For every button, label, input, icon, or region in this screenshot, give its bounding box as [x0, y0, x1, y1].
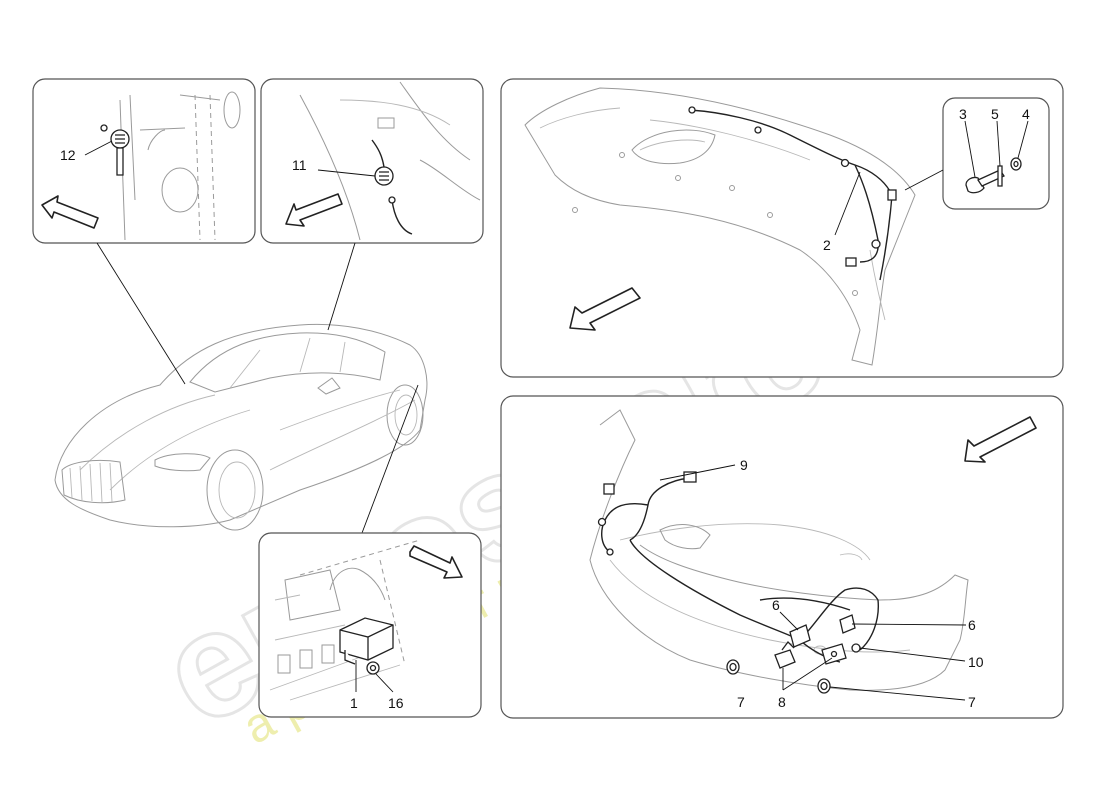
grommet-part-4: [1010, 157, 1022, 171]
callout-9: 9: [740, 457, 748, 473]
parking-sensor-12: [100, 124, 130, 176]
front-bumper-panel: 9 6 6 10 8 7 7: [500, 395, 1064, 719]
car-illustration: [54, 323, 428, 531]
callout-8: 8: [778, 694, 786, 710]
inset-panel-11: 11: [260, 78, 484, 244]
inset-panel-12: 12: [32, 78, 256, 244]
ring-7-right: [817, 678, 831, 694]
callout-6-right: 6: [968, 617, 976, 633]
callout-16: 16: [388, 695, 404, 711]
nut-16: [366, 661, 380, 675]
bracket-8-left: [774, 641, 796, 669]
callout-5: 5: [991, 106, 999, 122]
leader-panel-11: [327, 242, 356, 331]
inset-panel-1: 1 16: [258, 532, 482, 718]
ring-7-left: [726, 659, 740, 675]
callout-4: 4: [1022, 106, 1030, 122]
leader-panel-1: [361, 384, 419, 534]
callout-7-right: 7: [968, 694, 976, 710]
callout-11: 11: [292, 157, 307, 173]
parking-sensor-6-right: [839, 614, 856, 634]
callout-10: 10: [968, 654, 984, 670]
callout-12: 12: [60, 147, 76, 163]
callout-1: 1: [350, 695, 358, 711]
leader-panel-12: [96, 242, 186, 385]
callout-6-left: 6: [772, 597, 780, 613]
callout-2: 2: [823, 237, 831, 253]
direction-arrow-1: [409, 545, 463, 579]
callout-3: 3: [959, 106, 967, 122]
bracket-8-right: [821, 643, 847, 665]
direction-arrow-11: [285, 193, 343, 227]
callout-7-left: 7: [737, 694, 745, 710]
direction-arrow-bumper: [569, 287, 641, 331]
leader-sensor-mount: [904, 169, 944, 191]
direction-arrow-front: [964, 416, 1037, 463]
control-unit-1: [339, 617, 394, 665]
parking-sensor-6-left: [789, 624, 811, 648]
nut-10: [851, 643, 861, 653]
inset-sensor-mount: 3 5 4: [904, 97, 1050, 210]
direction-arrow-12: [41, 195, 99, 229]
bracket-part-5: [977, 165, 1005, 187]
wiring-harness-9: [597, 471, 879, 663]
rear-bumper-panel: 2 3 5 4: [500, 78, 1064, 378]
wiring-harness-2: [688, 106, 897, 281]
